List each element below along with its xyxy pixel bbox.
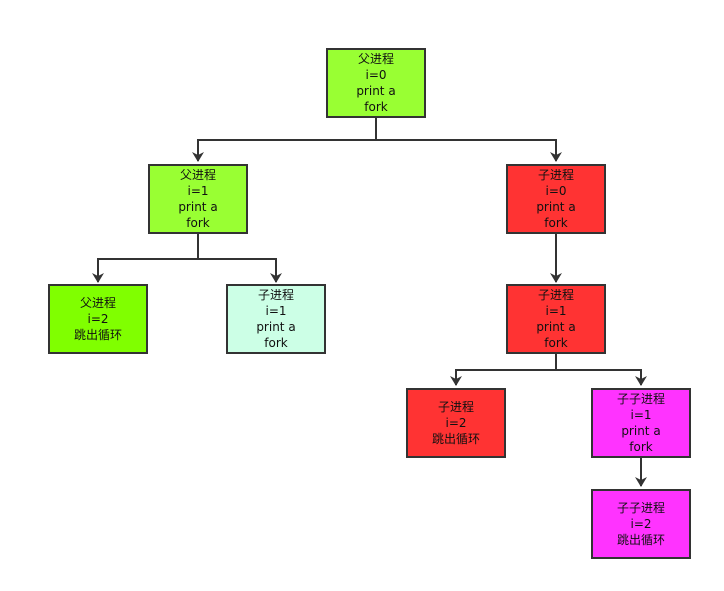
node-line: i=1 bbox=[630, 408, 652, 422]
node-line: i=2 bbox=[445, 416, 467, 430]
node-line: 子进程 bbox=[537, 288, 574, 302]
node-line: i=1 bbox=[265, 304, 287, 318]
node-line: 父进程 bbox=[79, 296, 116, 310]
node-line: 子进程 bbox=[537, 168, 574, 182]
edge-child1b-to-grandchild1 bbox=[556, 369, 647, 386]
node-line: fork bbox=[186, 216, 210, 230]
node-child-i1-pale: 子进程 i=1 print a fork bbox=[226, 284, 326, 354]
node-line: 子子进程 bbox=[616, 392, 665, 406]
node-line: 跳出循环 bbox=[616, 533, 665, 547]
node-parent-i2-exit: 父进程 i=2 跳出循环 bbox=[48, 284, 148, 354]
node-parent-i1: 父进程 i=1 print a fork bbox=[148, 164, 248, 234]
node-line: 跳出循环 bbox=[431, 432, 480, 446]
node-child-i2-exit: 子进程 i=2 跳出循环 bbox=[406, 388, 506, 458]
node-line: 父进程 bbox=[179, 168, 216, 182]
node-line: i=2 bbox=[87, 312, 109, 326]
edge-root-to-child0 bbox=[376, 139, 562, 162]
node-line: 子进程 bbox=[437, 400, 474, 414]
node-line: i=1 bbox=[187, 184, 209, 198]
node-line: print a bbox=[256, 320, 296, 334]
node-child-i1: 子进程 i=1 print a fork bbox=[506, 284, 606, 354]
edge-root-to-parent1 bbox=[192, 118, 377, 162]
node-line: 子子进程 bbox=[616, 501, 665, 515]
node-child-i0: 子进程 i=0 print a fork bbox=[506, 164, 606, 234]
node-root-parent-i0: 父进程 i=0 print a fork bbox=[326, 48, 426, 118]
node-line: 子进程 bbox=[257, 288, 294, 302]
node-line: fork bbox=[364, 100, 388, 114]
node-line: print a bbox=[178, 200, 218, 214]
node-line: fork bbox=[544, 216, 568, 230]
node-line: 父进程 bbox=[357, 52, 394, 66]
node-line: i=0 bbox=[365, 68, 387, 82]
node-line: 跳出循环 bbox=[73, 328, 122, 342]
edge-parent1-to-parent2 bbox=[92, 234, 199, 283]
node-line: fork bbox=[544, 336, 568, 350]
edge-child1b-to-child2 bbox=[450, 354, 557, 386]
node-line: print a bbox=[536, 200, 576, 214]
node-line: i=2 bbox=[630, 517, 652, 531]
node-line: fork bbox=[629, 440, 653, 454]
node-line: i=0 bbox=[545, 184, 567, 198]
node-line: print a bbox=[621, 424, 661, 438]
node-grandchild-i2-exit: 子子进程 i=2 跳出循环 bbox=[591, 489, 691, 559]
node-line: print a bbox=[536, 320, 576, 334]
node-line: i=1 bbox=[545, 304, 567, 318]
edge-parent1-to-child1a bbox=[198, 258, 282, 283]
node-grandchild-i1: 子子进程 i=1 print a fork bbox=[591, 388, 691, 458]
node-line: print a bbox=[356, 84, 396, 98]
node-line: fork bbox=[264, 336, 288, 350]
